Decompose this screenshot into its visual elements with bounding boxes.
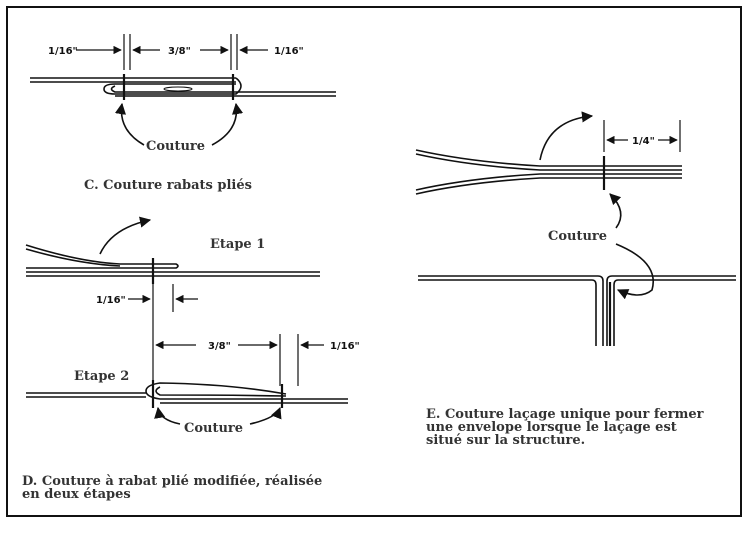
- panel-d-step1-label: Etape 1: [210, 237, 265, 252]
- panel-d-step2-fabric: [26, 380, 348, 408]
- panel-d-seam-label: Couture: [184, 421, 243, 436]
- panel-d-step2-label: Etape 2: [74, 369, 129, 384]
- panel-d-step1-dim: 1/16": [96, 295, 126, 306]
- panel-e-lower-fabric: [418, 275, 736, 346]
- panel-c-caption: C. Couture rabats pliés: [84, 178, 252, 193]
- panel-c-seam-label: Couture: [146, 139, 205, 154]
- panel-e-upper-fabric: [415, 149, 682, 195]
- panel-d: Etape 1 1/16" 3/8" 1/16" Etape 2: [22, 216, 360, 502]
- panel-d-step1-fold-arrow: [99, 216, 152, 255]
- panel-e-dimension: 1/4": [603, 120, 681, 152]
- panel-d-step2-dim-mid: 3/8": [208, 341, 231, 352]
- panel-d-caption-line1: D. Couture à rabat plié modifiée, réalis…: [22, 474, 322, 489]
- panel-e-seam-label: Couture: [548, 229, 607, 244]
- panel-e-dim: 1/4": [632, 136, 655, 147]
- panel-e-seam-arrow-up: [609, 193, 622, 229]
- panel-c-dimensions: 1/16" 3/8" 1/16": [48, 34, 304, 70]
- panel-d-step1-fabric: [25, 244, 320, 284]
- panel-e-caption-line1: E. Couture laçage unique pour fermer: [426, 407, 704, 422]
- panel-d-seam-arrow-right: [249, 406, 282, 425]
- panel-d-caption-line2: en deux étapes: [22, 487, 131, 502]
- panel-c: 1/16" 3/8" 1/16" Couture C. Couture raba…: [30, 34, 336, 193]
- panel-c-dim-left: 1/16": [48, 46, 78, 57]
- panel-c-seam-arrow-right: [211, 102, 244, 146]
- panel-e-caption-line2: une envelope lorsque le laçage est: [426, 420, 677, 435]
- panel-e-seam-arrow-down: [615, 243, 654, 300]
- panel-c-fabric: [30, 74, 336, 100]
- panel-d-seam-arrow-left: [154, 406, 181, 425]
- panel-c-seam-arrow-left: [114, 102, 145, 146]
- panel-e: 1/4" Couture E. Couture laçage unique po…: [415, 111, 736, 448]
- panel-d-step1-dimension: 1/16": [96, 284, 198, 312]
- panel-d-step2-dim-right: 1/16": [330, 341, 360, 352]
- panel-e-caption-line3: situé sur la structure.: [426, 433, 585, 448]
- panel-c-dim-mid: 3/8": [168, 46, 191, 57]
- panel-c-dim-right: 1/16": [274, 46, 304, 57]
- panel-d-step2-dimensions: 3/8" 1/16": [152, 312, 360, 386]
- figure-frame: [6, 6, 742, 517]
- panel-e-fold-arrow: [539, 111, 594, 161]
